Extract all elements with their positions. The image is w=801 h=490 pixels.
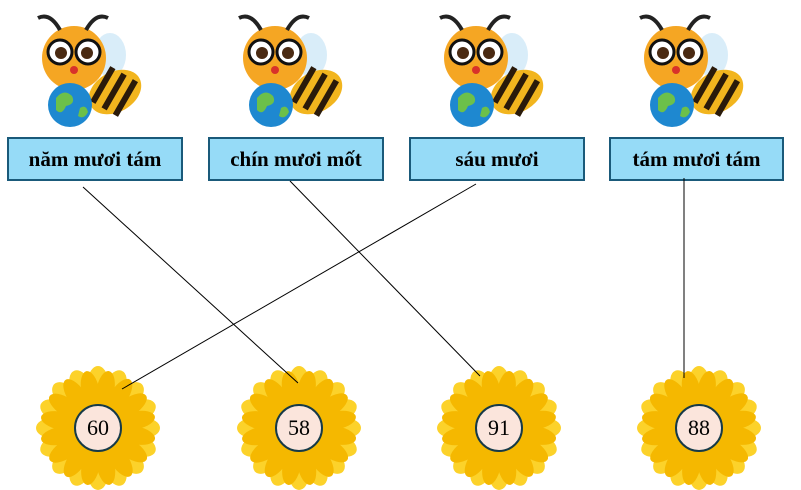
number-circle-2[interactable]: 58: [275, 404, 323, 452]
word-card-4[interactable]: tám mươi tám: [609, 137, 784, 181]
bee-icon: [639, 14, 744, 127]
sunflower-icon: [637, 366, 761, 490]
bee-icon: [439, 14, 544, 127]
number-circle-1[interactable]: 60: [74, 404, 122, 452]
word-card-2[interactable]: chín mươi mốt: [208, 137, 384, 181]
word-card-1[interactable]: năm mươi tám: [7, 137, 183, 181]
number-circle-4[interactable]: 88: [675, 404, 723, 452]
bee-icon: [238, 14, 343, 127]
bee-icon: [37, 14, 142, 127]
word-card-3[interactable]: sáu mươi: [409, 137, 585, 181]
number-circle-3[interactable]: 91: [475, 404, 523, 452]
sunflower-icon: [437, 366, 561, 490]
